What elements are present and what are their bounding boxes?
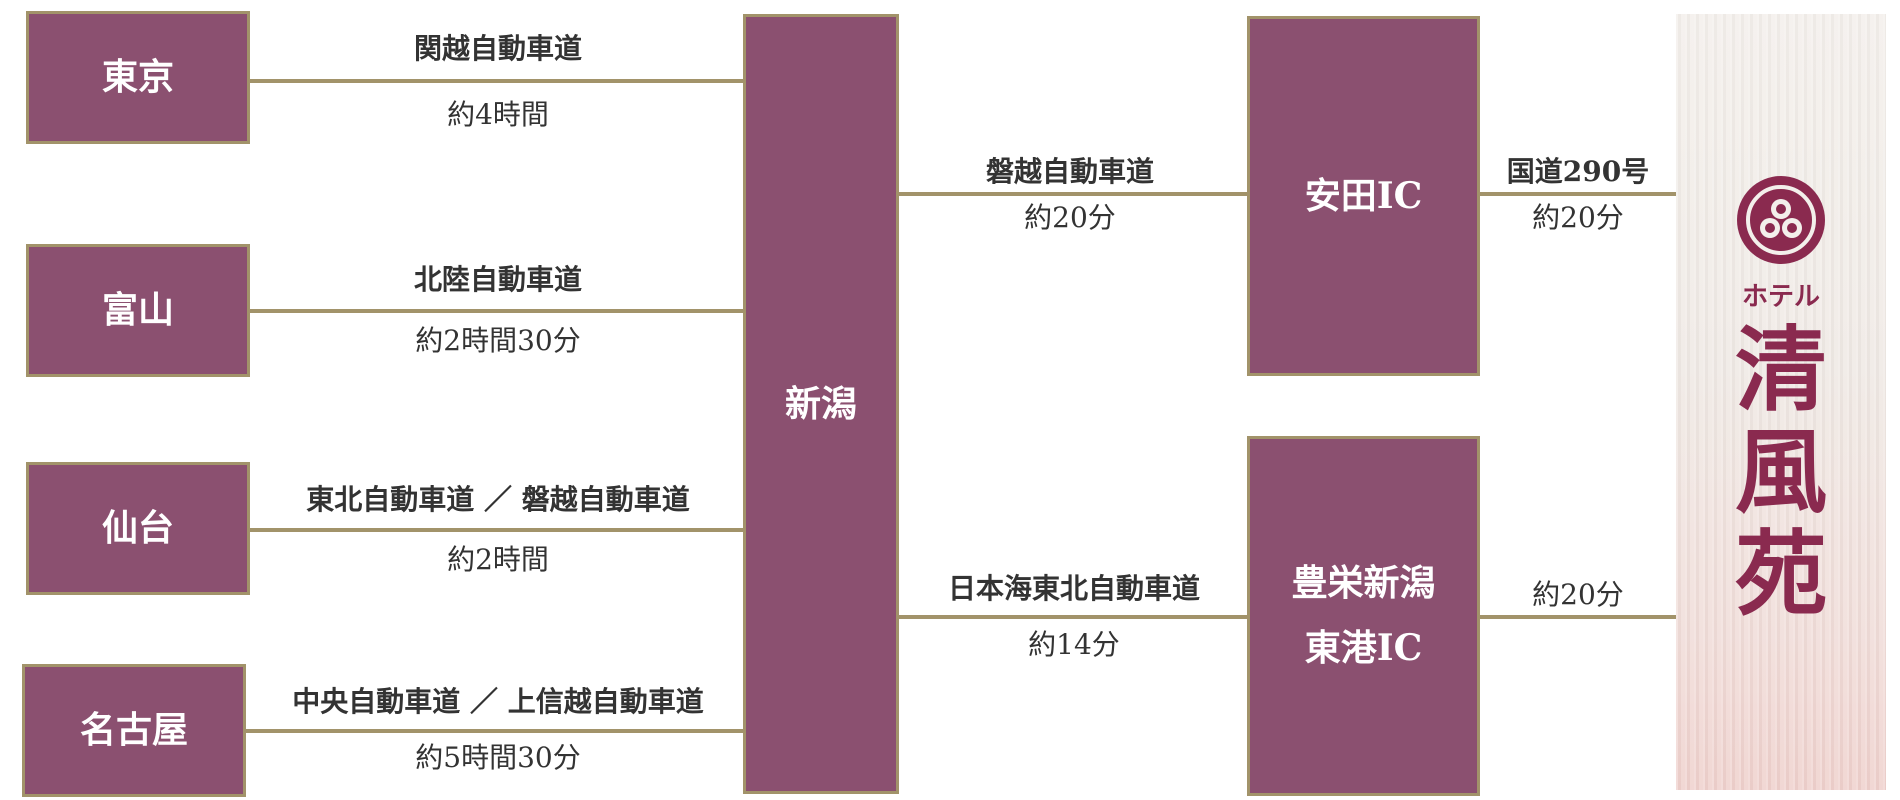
crest-icon — [1737, 176, 1825, 264]
node-yasuda-ic: 安田IC — [1247, 16, 1480, 376]
edge-yasuda-hotel — [1480, 192, 1676, 196]
node-toyosaka-ic-label1: 豊栄新潟 — [1291, 562, 1436, 605]
node-tokyo-label: 東京 — [101, 56, 174, 99]
edge-yasuda-time: 約20分 — [1024, 201, 1116, 234]
edge-toyama-road: 北陸自動車道 — [413, 263, 583, 296]
edge-toyosaka-road: 日本海東北自動車道 — [947, 572, 1201, 605]
hotel-logo: ホテル 清 風 苑 — [1676, 14, 1886, 790]
edge-yasuda-hotel-road: 国道290号 — [1506, 155, 1650, 188]
node-sendai: 仙台 — [26, 462, 250, 595]
node-toyama-label: 富山 — [101, 289, 174, 332]
edge-toyosaka-hotel-time: 約20分 — [1532, 578, 1624, 611]
edge-tokyo-niigata — [250, 79, 743, 83]
edge-nagoya-time: 約5時間30分 — [415, 741, 581, 774]
node-yasuda-ic-label: 安田IC — [1304, 174, 1423, 217]
node-toyosaka-ic: 豊栄新潟 東港IC — [1247, 436, 1480, 796]
edge-toyama-time: 約2時間30分 — [415, 324, 581, 357]
node-niigata-label: 新潟 — [784, 382, 857, 425]
edge-yasuda-hotel-time: 約20分 — [1532, 201, 1624, 234]
node-tokyo: 東京 — [26, 11, 250, 144]
edge-nagoya-niigata — [246, 729, 743, 733]
node-toyosaka-ic-label2: 東港IC — [1304, 627, 1423, 669]
edge-yasuda-road: 磐越自動車道 — [985, 155, 1155, 188]
node-nagoya-label: 名古屋 — [79, 709, 188, 752]
hotel-name-char-3: 苑 — [1734, 520, 1827, 628]
edge-nagoya-road: 中央自動車道 ／ 上信越自動車道 — [292, 685, 704, 718]
node-sendai-label: 仙台 — [101, 507, 174, 550]
node-nagoya: 名古屋 — [22, 664, 246, 797]
hotel-name-char-1: 清 — [1734, 316, 1827, 424]
edge-niigata-toyosaka — [899, 615, 1247, 619]
hotel-name-char-2: 風 — [1734, 418, 1827, 526]
hotel-panel — [1676, 14, 1886, 790]
edge-tokyo-road: 関越自動車道 — [413, 32, 583, 65]
edge-toyosaka-time: 約14分 — [1028, 628, 1120, 661]
node-niigata: 新潟 — [743, 14, 899, 794]
edge-tokyo-time: 約4時間 — [447, 98, 549, 131]
edge-toyosaka-hotel — [1480, 615, 1676, 619]
edge-sendai-niigata — [250, 528, 743, 532]
edge-niigata-yasuda — [899, 192, 1247, 196]
edge-sendai-time: 約2時間 — [447, 543, 549, 576]
edge-toyama-niigata — [250, 309, 743, 313]
hotel-small-label: ホテル — [1741, 282, 1820, 312]
edge-sendai-road: 東北自動車道 ／ 磐越自動車道 — [306, 483, 690, 516]
node-toyama: 富山 — [26, 244, 250, 377]
